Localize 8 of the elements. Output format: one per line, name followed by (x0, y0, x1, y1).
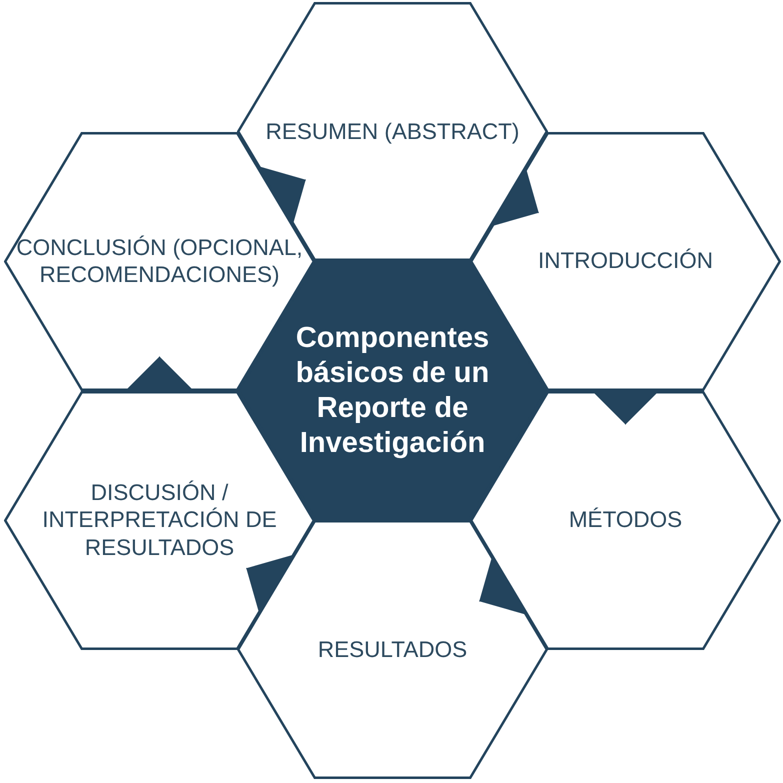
section-label: CONCLUSIÓN (OPCIONAL, RECOMENDACIONES) (16, 234, 304, 288)
section-label: RESUMEN (ABSTRACT) (265, 118, 520, 146)
center-title: Componentes básicos de un Reporte de Investigación (295, 320, 490, 460)
section-label: MÉTODOS (568, 506, 683, 534)
section-label: RESULTADOS (317, 636, 468, 664)
flow-arrow (126, 356, 194, 391)
section-label: DISCUSIÓN / INTERPRETACIÓN DE RESULTADOS (42, 478, 278, 562)
section-label: INTRODUCCIÓN (538, 247, 714, 275)
